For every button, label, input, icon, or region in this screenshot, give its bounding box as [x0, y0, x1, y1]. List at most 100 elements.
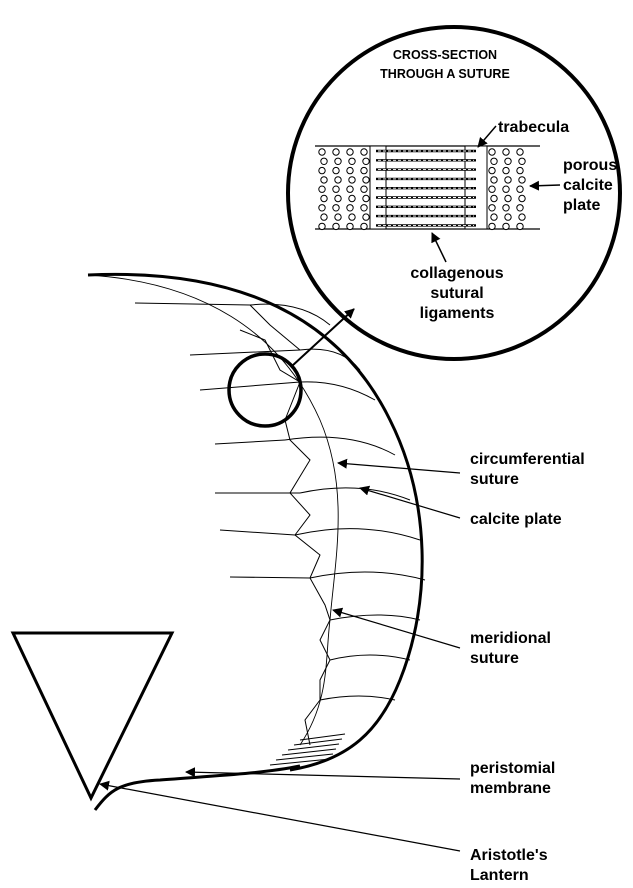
pore: [505, 195, 511, 201]
pore: [517, 223, 523, 229]
lantern-label-2: Lantern: [470, 867, 529, 884]
pore: [363, 158, 369, 164]
bottom-plates: [270, 734, 345, 765]
pore: [333, 186, 339, 192]
pore: [347, 205, 353, 211]
shell-inner-edge: [88, 275, 338, 745]
pore: [491, 214, 497, 220]
pore: [347, 149, 353, 155]
pore: [319, 149, 325, 155]
circumferential-arc: [330, 655, 410, 660]
pore: [519, 177, 525, 183]
pore: [319, 205, 325, 211]
circumferential-arc: [285, 437, 395, 455]
pore: [517, 205, 523, 211]
inset-connector-arrow: [292, 309, 354, 366]
pore: [491, 195, 497, 201]
plate-row-line: [190, 350, 300, 355]
inset-title-line1: CROSS-SECTION: [393, 48, 497, 62]
pore: [505, 214, 511, 220]
lantern-arrow: [100, 784, 460, 851]
porous-arrow: [530, 185, 560, 186]
aristotles-lantern-shape: [13, 633, 172, 798]
porous-label-3: plate: [563, 197, 600, 214]
pore: [349, 158, 355, 164]
pore: [319, 186, 325, 192]
meridional-suture-line-upper: [250, 305, 300, 350]
pore: [361, 167, 367, 173]
circumferential-arc: [330, 615, 420, 620]
pore: [489, 167, 495, 173]
pore: [491, 158, 497, 164]
pore: [489, 205, 495, 211]
pore: [349, 177, 355, 183]
pore: [503, 223, 509, 229]
pore: [489, 149, 495, 155]
urchin-shell: [88, 274, 425, 810]
meridional-label-2: suture: [470, 650, 519, 667]
calcite-plate-arrow: [360, 488, 460, 518]
plate-rows: [135, 303, 425, 700]
pore: [363, 195, 369, 201]
pore: [321, 195, 327, 201]
pore: [335, 195, 341, 201]
pore: [335, 177, 341, 183]
pore: [519, 158, 525, 164]
circumferential-arc: [300, 382, 375, 400]
pore: [333, 167, 339, 173]
pore: [333, 149, 339, 155]
pore: [361, 205, 367, 211]
pore: [503, 149, 509, 155]
pore: [361, 186, 367, 192]
circumferential-arc: [320, 696, 395, 700]
pore: [489, 186, 495, 192]
pore: [363, 177, 369, 183]
pore: [361, 223, 367, 229]
meridional-label-1: meridional: [470, 630, 551, 647]
pore: [333, 205, 339, 211]
pore: [517, 167, 523, 173]
pore: [321, 214, 327, 220]
pore: [363, 214, 369, 220]
peristomial-label-2: membrane: [470, 780, 551, 797]
inset-title-line2: THROUGH A SUTURE: [380, 67, 510, 81]
pore: [519, 195, 525, 201]
peristomial-label-1: peristomial: [470, 760, 555, 777]
pore: [333, 223, 339, 229]
porous-label-2: calcite: [563, 177, 613, 194]
pore: [321, 177, 327, 183]
pore: [503, 186, 509, 192]
circumferential-arrow: [338, 463, 460, 473]
pore: [505, 158, 511, 164]
pore: [517, 149, 523, 155]
plate-row-line: [230, 577, 310, 578]
meridional-zigzags: [240, 305, 330, 745]
pore: [347, 223, 353, 229]
plate-row-line: [215, 440, 285, 444]
pore: [321, 158, 327, 164]
pore: [319, 223, 325, 229]
pore: [503, 205, 509, 211]
pore: [335, 214, 341, 220]
pore: [489, 223, 495, 229]
pore: [361, 149, 367, 155]
circumferential-label-1: circumferential: [470, 451, 585, 468]
pore: [347, 167, 353, 173]
labels: circumferential suture calcite plate mer…: [100, 451, 585, 884]
pore: [349, 214, 355, 220]
pore: [335, 158, 341, 164]
circumferential-arc: [295, 529, 420, 540]
lantern-label-1: Aristotle's: [470, 847, 548, 864]
circumferential-arc: [310, 572, 425, 580]
shell-outer-curve: [88, 274, 422, 770]
plate-row-line: [200, 382, 300, 390]
pore: [319, 167, 325, 173]
meridional-suture-line: [240, 330, 330, 745]
pore: [517, 186, 523, 192]
ligament-label-2: sutural: [430, 285, 483, 302]
calcite-plate-label: calcite plate: [470, 511, 562, 528]
ligament-label-3: ligaments: [420, 305, 495, 322]
plate-row-line: [220, 530, 295, 535]
